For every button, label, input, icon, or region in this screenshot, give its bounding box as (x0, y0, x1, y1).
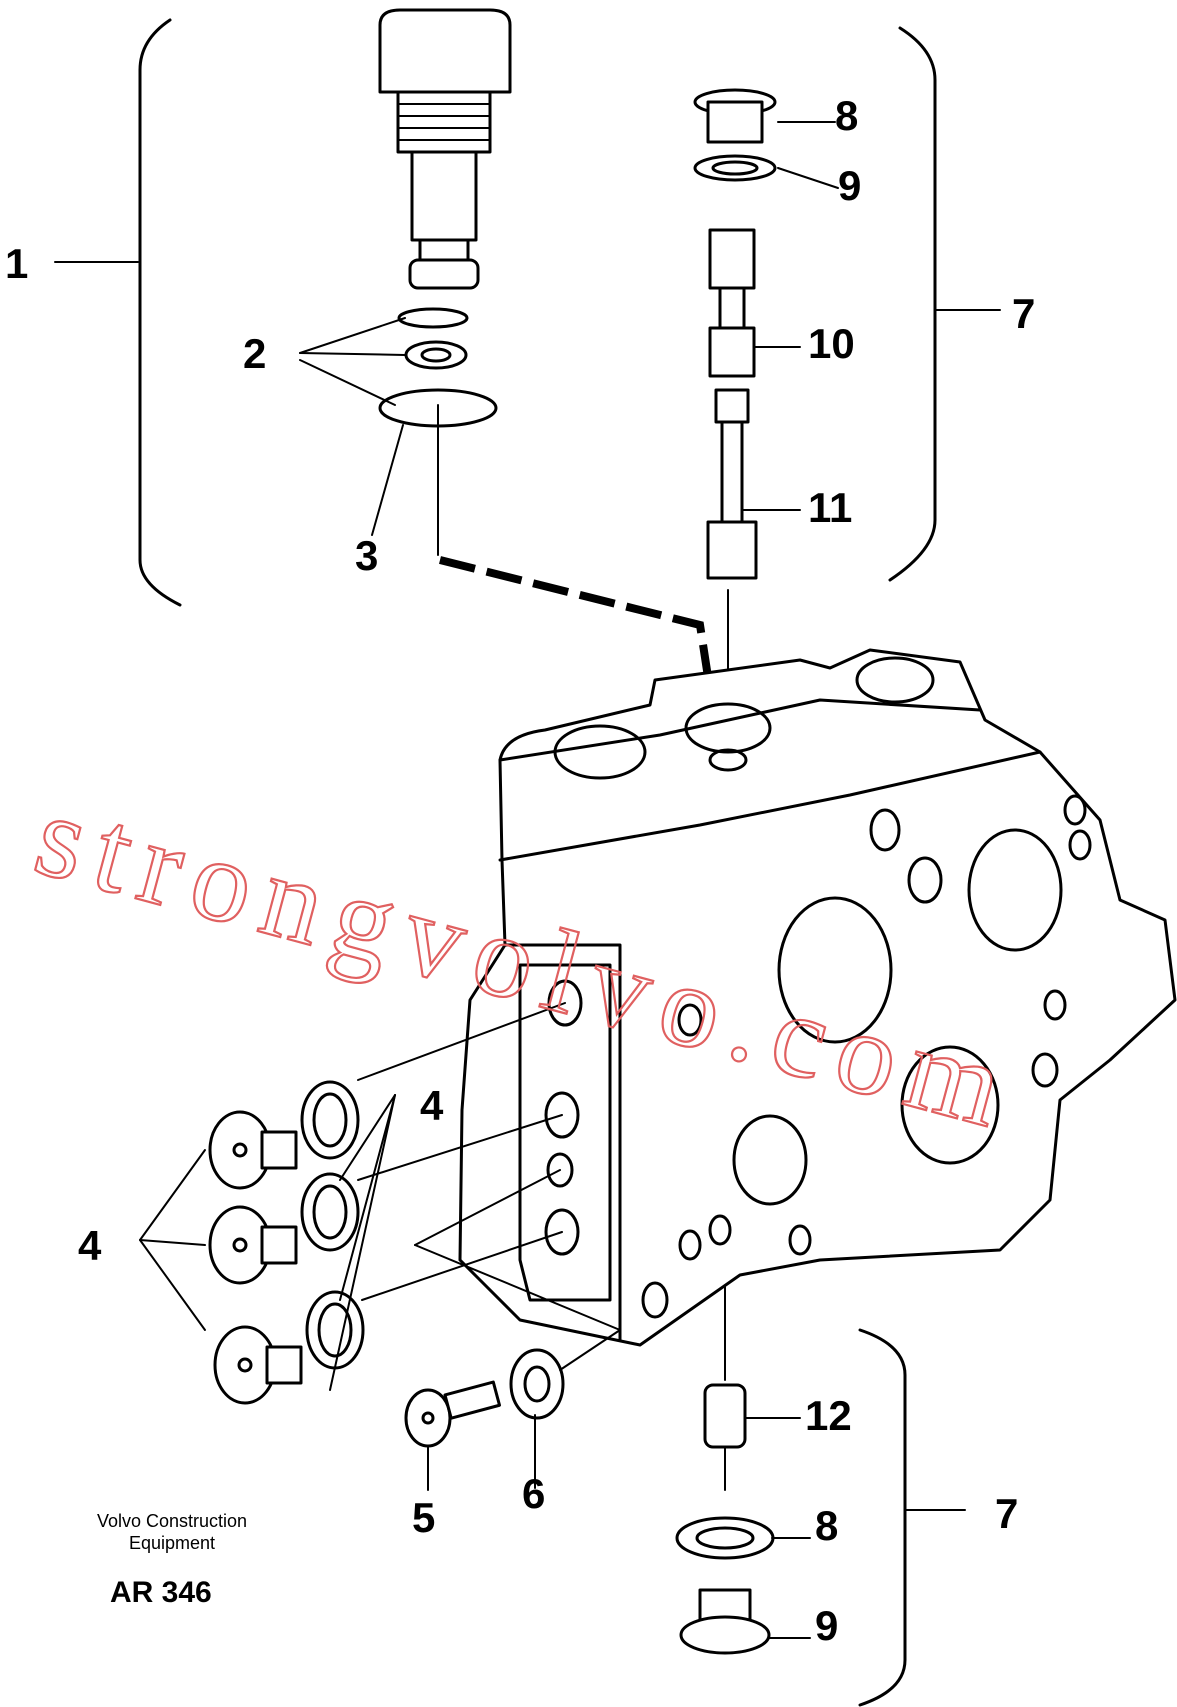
bracket-group-7-bottom (858, 1328, 907, 1707)
bracket-group-7-top (888, 26, 937, 582)
callout-3: 3 (355, 532, 378, 579)
brand-caption: Volvo Construction Equipment (72, 1510, 272, 1554)
callout-8-bottom: 8 (815, 1502, 838, 1549)
bracket-group-1 (138, 18, 182, 607)
callout-12: 12 (805, 1392, 852, 1439)
screw-and-washer (404, 1329, 621, 1448)
callout-7-bottom: 7 (995, 1490, 1018, 1537)
brand-line-2: Equipment (128, 1533, 216, 1553)
callout-9-bottom: 9 (815, 1602, 838, 1649)
callout-5: 5 (412, 1494, 435, 1541)
check-valve-stack (693, 88, 777, 580)
callout-7-top: 7 (1012, 290, 1035, 337)
valve-body (458, 648, 1177, 1347)
bottom-valve-stack (675, 1383, 775, 1655)
callout-9-top: 9 (838, 162, 861, 209)
callout-2: 2 (243, 330, 266, 377)
brand-line-1: Volvo Construction (96, 1511, 248, 1531)
callout-4-left: 4 (78, 1222, 102, 1269)
callout-11: 11 (808, 484, 852, 531)
callout-10: 10 (808, 320, 855, 367)
relief-valve-cartridge (378, 8, 512, 290)
callout-1: 1 (5, 240, 28, 287)
seal-kit (378, 307, 498, 428)
figure-code: AR 346 (110, 1576, 212, 1609)
callout-6: 6 (522, 1470, 545, 1517)
callout-8-top: 8 (835, 92, 858, 139)
callout-4-right: 4 (420, 1082, 444, 1129)
side-plugs (208, 1002, 621, 1405)
